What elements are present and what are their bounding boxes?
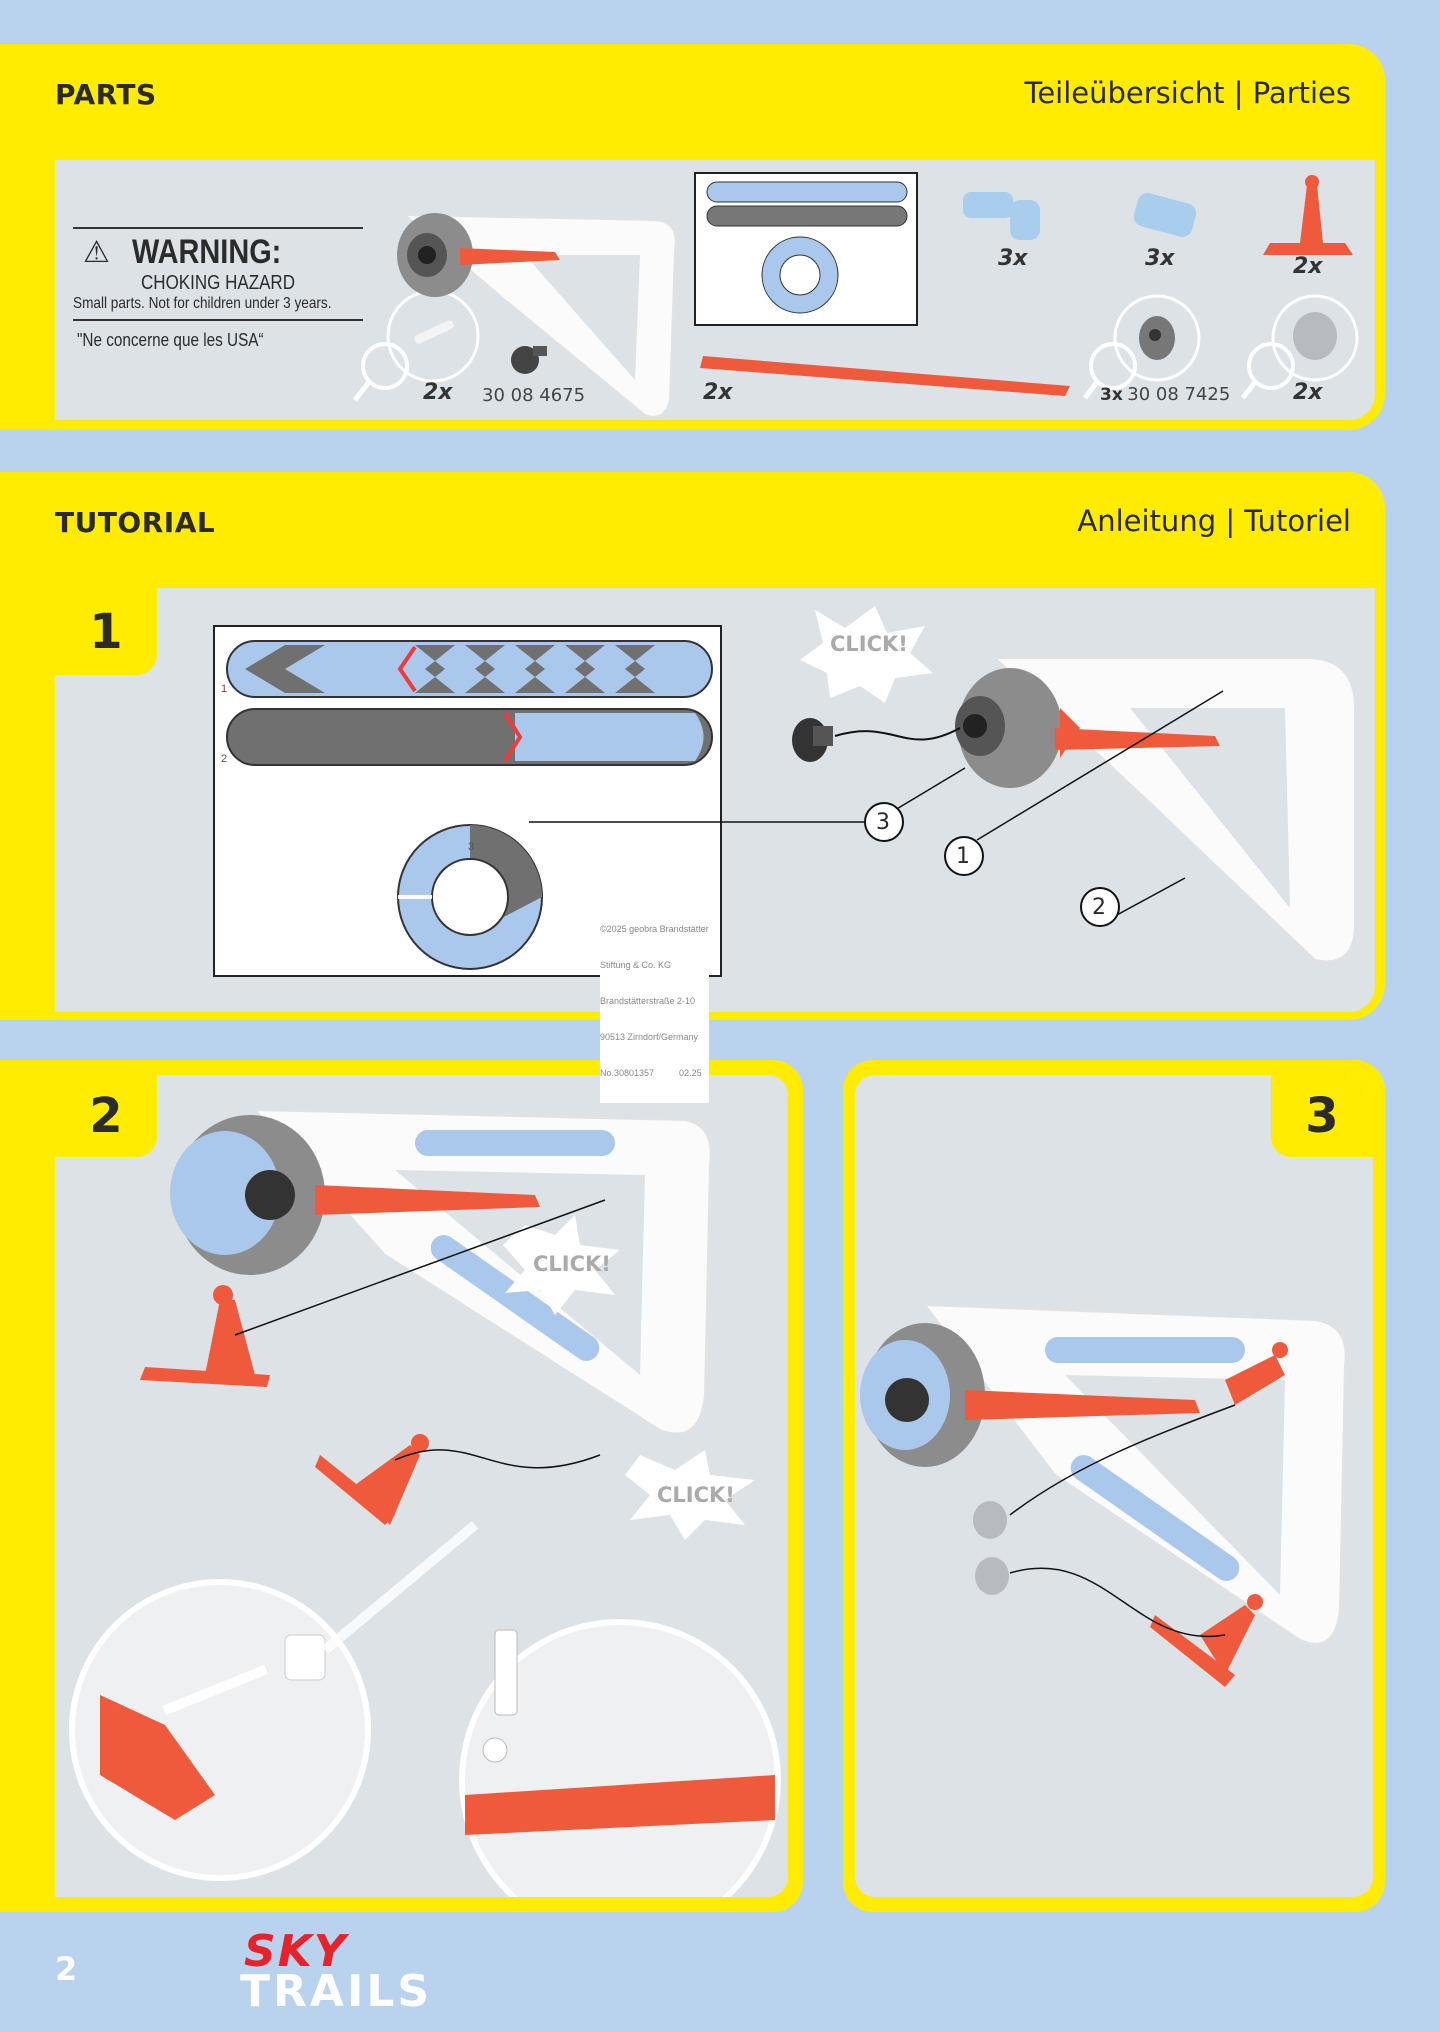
- click-label-bottom: CLICK!: [657, 1483, 735, 1507]
- washer-article-number: 30 08 7425: [1127, 384, 1231, 405]
- imprint-line: No.30801357 02.25: [600, 1068, 702, 1078]
- parts-area: ⚠ WARNING: CHOKING HAZARD Small parts. N…: [55, 160, 1375, 420]
- warning-heading: WARNING:: [131, 233, 282, 271]
- click-label: CLICK!: [830, 632, 908, 656]
- warning-subheading: CHOKING HAZARD: [141, 272, 295, 294]
- sticker-sheet-thumbnail: [694, 172, 918, 326]
- washer-label: 3x 30 08 7425: [1100, 384, 1230, 405]
- choking-warning: ⚠ WARNING: CHOKING HAZARD Small parts. N…: [73, 227, 363, 321]
- warning-triangle-icon: ⚠: [83, 236, 110, 269]
- callout-3-label: 3: [876, 810, 890, 835]
- sticker-label-3: 3: [468, 841, 475, 853]
- imprint-line: Brandstätterstraße 2-10: [600, 996, 696, 1006]
- step-2-panel: 2 CLICK! CLICK!: [0, 1060, 803, 1912]
- step-3-panel: 3: [843, 1060, 1385, 1912]
- sticker-imprint: ©2025 geobra Brandstätter Stiftung & Co.…: [600, 899, 709, 1103]
- frame-part: [252, 1108, 712, 1435]
- frame-part: [992, 657, 1356, 963]
- launcher-stand-part: [1263, 175, 1353, 255]
- detail-magnifier-left: [69, 1579, 371, 1881]
- parts-title: PARTS: [55, 78, 157, 111]
- track-part: [700, 356, 1070, 396]
- step-2-area: 2 CLICK! CLICK!: [55, 1075, 788, 1897]
- sticker-label-1: 1: [221, 683, 228, 695]
- launcher-stand-part: [1225, 1342, 1288, 1405]
- tutorial-title-translations: Anleitung | Tutoriel: [1077, 504, 1351, 538]
- warning-text: Small parts. Not for children under 3 ye…: [73, 295, 332, 312]
- page-number: 2: [55, 1950, 78, 1988]
- imprint-line: ©2025 geobra Brandstätter: [600, 924, 709, 934]
- cap-article-number: 30 08 4675: [482, 385, 586, 406]
- ball-part: [973, 1501, 1007, 1539]
- step-1-area: 1 1 2 3 ©2025 geobra Brandstätter Stiftu…: [55, 588, 1375, 1103]
- step-2-number: 2: [55, 1075, 157, 1157]
- step-1-number: 1: [55, 588, 157, 675]
- launcher-stand-part: [315, 1434, 429, 1525]
- threaded-cap-part: [792, 718, 833, 762]
- sky-trails-logo: SKY TRAILS: [240, 1926, 433, 2017]
- step-3-illustration: [860, 1303, 1347, 1687]
- parts-title-translations: Teileübersicht | Parties: [1024, 76, 1351, 110]
- parts-panel: PARTS Teileübersicht | Parties ⚠ WARNING…: [0, 44, 1385, 430]
- tutorial-title: TUTORIAL: [55, 506, 216, 539]
- ball-part: [1293, 312, 1337, 360]
- callout-1-label: 1: [956, 844, 970, 869]
- washer-count: 3x: [1100, 385, 1123, 405]
- sticker-sheet: 1 2 3 ©2025 geobra Brandstätter Stiftung…: [213, 625, 722, 1103]
- step-3-area: 3: [855, 1075, 1373, 1897]
- washer-part: [1139, 316, 1175, 360]
- launcher-stand-part: [1150, 1594, 1263, 1687]
- detail-magnifier-right: [459, 1619, 781, 1897]
- magnifier-icon: [353, 289, 480, 402]
- click-label-top: CLICK!: [533, 1252, 611, 1276]
- connector-count: 3x: [998, 246, 1028, 271]
- connector-part: [963, 192, 1040, 240]
- imprint-line: Stiftung & Co. KG: [600, 960, 672, 970]
- pin-part: [414, 320, 454, 344]
- callout-2-label: 2: [1092, 895, 1106, 920]
- sleeve-part: [1133, 193, 1197, 237]
- frame-part: [922, 1303, 1347, 1645]
- warning-note: "Ne concerne que les USA“: [77, 330, 264, 350]
- ball-part: [975, 1557, 1009, 1595]
- magnifier-icon: [1083, 294, 1201, 400]
- stand-count: 2x: [1293, 254, 1323, 279]
- sleeve-count: 3x: [1145, 246, 1175, 271]
- pin-count: 2x: [423, 380, 453, 405]
- step-3-number: 3: [1271, 1075, 1373, 1157]
- tutorial-panel: TUTORIAL Anleitung | Tutoriel 1 1 2 3 ©2…: [0, 472, 1385, 1103]
- launcher-stand-part: [140, 1285, 270, 1387]
- imprint-line: 90513 Zirndorf/Germany: [600, 1032, 699, 1042]
- logo-bottom: TRAILS: [240, 1965, 433, 2017]
- ball-count: 2x: [1293, 380, 1323, 405]
- logo-top: SKY: [244, 1926, 348, 1977]
- sticker-label-2: 2: [221, 753, 228, 765]
- threaded-cap-part: [511, 346, 547, 374]
- track-count: 2x: [703, 380, 733, 405]
